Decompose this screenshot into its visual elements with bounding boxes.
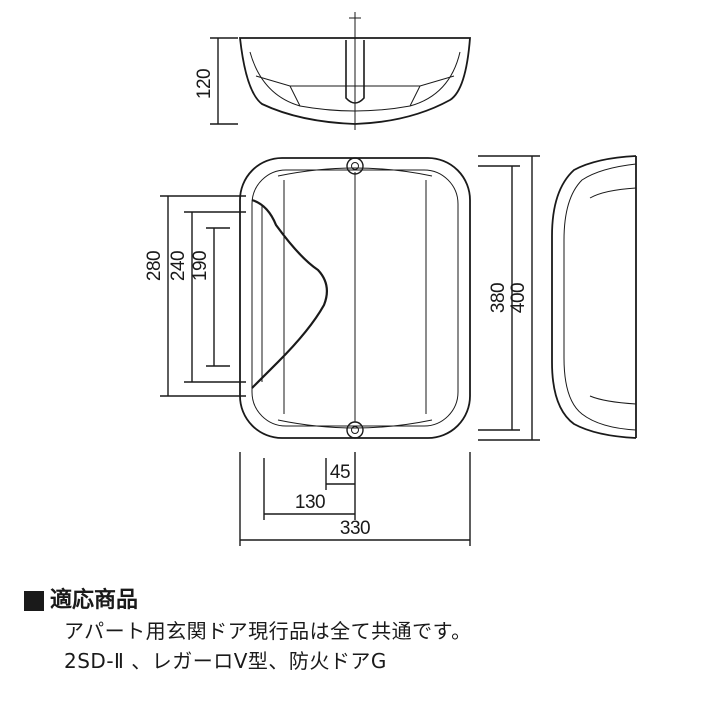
dim-120 bbox=[210, 37, 238, 125]
square-bullet-icon bbox=[24, 591, 44, 611]
technical-drawing: 120 280 240 190 380 400 45 130 330 bbox=[144, 12, 637, 546]
info-line-1: アパート用玄関ドア現行品は全て共通です。 bbox=[64, 619, 472, 643]
dim-label-380: 380 bbox=[488, 283, 509, 313]
side-view bbox=[551, 155, 637, 439]
section-heading: 適応商品 bbox=[24, 586, 704, 616]
dim-label-130: 130 bbox=[295, 492, 325, 513]
heading-text: 適応商品 bbox=[50, 588, 139, 613]
dim-label-330: 330 bbox=[340, 518, 370, 539]
dim-label-240: 240 bbox=[168, 251, 189, 281]
info-line-2: 2SD-Ⅱ 、レガーロV型、防火ドアG bbox=[64, 649, 387, 673]
top-view bbox=[238, 12, 471, 130]
dim-label-45: 45 bbox=[330, 462, 350, 483]
dim-label-120: 120 bbox=[194, 69, 215, 99]
compatible-products-section: 適応商品 アパート用玄関ドア現行品は全て共通です。 2SD-Ⅱ 、レガーロV型、… bbox=[24, 586, 704, 676]
dim-left-group bbox=[160, 195, 246, 397]
dim-label-190: 190 bbox=[190, 251, 211, 281]
dim-right-group bbox=[478, 155, 540, 441]
dim-label-280: 280 bbox=[144, 251, 165, 281]
dim-label-400: 400 bbox=[508, 283, 529, 313]
dim-bottom-group bbox=[239, 452, 471, 546]
front-view bbox=[239, 157, 471, 439]
